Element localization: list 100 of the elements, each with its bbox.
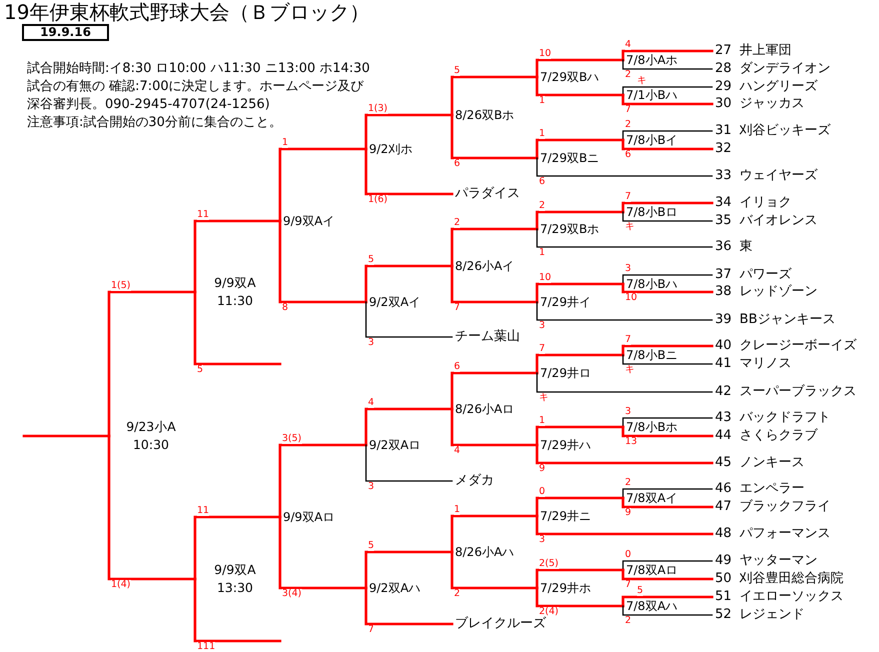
team-name: ノンキース [740, 455, 805, 471]
bracket-line [622, 202, 714, 214]
score-label: 7 [625, 192, 632, 202]
score-label: 2 [625, 120, 632, 130]
match-label: 8/26小Aハ [452, 546, 514, 558]
team-number: 40 [715, 338, 732, 354]
score-label: 1 [454, 505, 460, 515]
team-name: パフォーマンス [740, 526, 831, 542]
team-number: 48 [715, 526, 732, 542]
bracket-line [365, 301, 453, 338]
score-label: 4 [625, 40, 632, 50]
team-name: 井上軍団 [740, 43, 792, 59]
team-number: 46 [715, 481, 732, 497]
score-label: 1 [539, 416, 546, 426]
match-label: 7/29井ホ [537, 582, 591, 594]
bracket-line [364, 114, 454, 150]
team-name: メダカ [452, 473, 494, 489]
team-name: レジェンド [740, 607, 805, 623]
bracket-line [108, 290, 196, 438]
team-number: 31 [715, 123, 732, 139]
team-name: ダンデライオン [740, 61, 831, 77]
bracket-line [450, 228, 538, 268]
team-name: 刈谷ビッキーズ [740, 123, 831, 139]
bracket-line [536, 586, 624, 608]
match-label: 7/8小Bロ [623, 206, 678, 218]
bracket-line [278, 444, 368, 518]
bracket-line [194, 220, 282, 294]
bracket-line [536, 301, 713, 321]
score-label: キ [539, 393, 549, 403]
team-number: 45 [715, 455, 732, 471]
bracket-line [194, 516, 282, 580]
bracket-line [536, 514, 714, 536]
date-box: 19.9.16 [22, 24, 109, 41]
match-label: 7/8小Bホ [623, 420, 678, 434]
match-label: 7/8双Aロ [623, 564, 678, 576]
team-name: ブラックフライ [740, 499, 831, 515]
match-label: 9/9双A [214, 561, 256, 579]
bracket-line [622, 560, 713, 571]
match-label: 7/29双Bホ [537, 222, 600, 236]
bracket-line [450, 372, 538, 410]
match-label: 8/26双Bホ [452, 108, 514, 122]
score-label: 9 [539, 464, 546, 474]
score-label: キ [625, 365, 635, 375]
match-label: 8/26小Aロ [452, 402, 514, 416]
bracket-line [622, 86, 713, 96]
bracket-line [622, 344, 714, 356]
team-number: 37 [715, 267, 732, 283]
score-label: 11 [197, 210, 210, 220]
score-label: キ [625, 222, 635, 232]
bracket-line [622, 138, 714, 150]
score-label: 6 [454, 159, 460, 169]
team-number: 44 [715, 428, 732, 444]
team-number: 42 [715, 384, 732, 400]
team-number: 49 [715, 553, 732, 569]
team-number: 51 [715, 589, 732, 605]
team-name: ウェイヤーズ [740, 168, 818, 184]
match-label: 9/2刈ホ [366, 142, 412, 156]
score-label: 7 [454, 303, 460, 313]
bracket-line [364, 264, 454, 304]
team-name: ブレイクルーズ [452, 616, 546, 632]
score-label: 2 [625, 478, 632, 488]
team-name: さくらクラブ [740, 428, 818, 444]
score-label: キ [637, 76, 647, 86]
bracket-line [622, 426, 714, 438]
score-label: 7 [368, 625, 374, 635]
match-label: 7/8小Aホ [623, 54, 678, 66]
match-label: 7/8小Bイ [623, 134, 678, 146]
bracket-line [622, 568, 714, 580]
score-label: 2 [625, 70, 632, 80]
score-label: 1 [282, 138, 288, 148]
team-name: イリョク [740, 195, 792, 211]
bracket-line [536, 76, 624, 96]
bracket-line [278, 516, 368, 590]
score-label: 3 [539, 535, 546, 545]
score-label: 5 [368, 541, 374, 551]
score-label: 1 [539, 248, 546, 258]
team-name: バックドラフト [740, 410, 831, 426]
match-label: 9/2双Aハ [366, 582, 421, 594]
score-label: 1(5) [111, 281, 131, 291]
score-label: 8 [282, 303, 288, 313]
bracket-line [450, 264, 538, 304]
score-label: 3 [368, 482, 374, 492]
score-label: 5 [454, 66, 460, 76]
page-title: 19年伊東杯軟式野球大会（Ｂブロック） [4, 0, 370, 24]
team-number: 47 [715, 499, 732, 515]
team-number: 52 [715, 607, 732, 623]
score-label: 7 [625, 335, 632, 345]
bracket-line [22, 434, 110, 438]
team-name: レッドゾーン [740, 284, 818, 300]
match-label: 9/23小A [126, 418, 176, 436]
bracket-line [622, 605, 713, 616]
score-label: 1(6) [368, 195, 388, 205]
score-label: 3 [539, 321, 546, 331]
score-label: 3 [368, 338, 374, 348]
score-label: 7 [625, 580, 632, 590]
team-name: マリノス [740, 356, 792, 372]
team-name: パワーズ [740, 267, 792, 283]
score-label: 111 [197, 642, 216, 652]
match-time: 13:30 [216, 579, 254, 597]
team-number: 38 [715, 284, 732, 300]
